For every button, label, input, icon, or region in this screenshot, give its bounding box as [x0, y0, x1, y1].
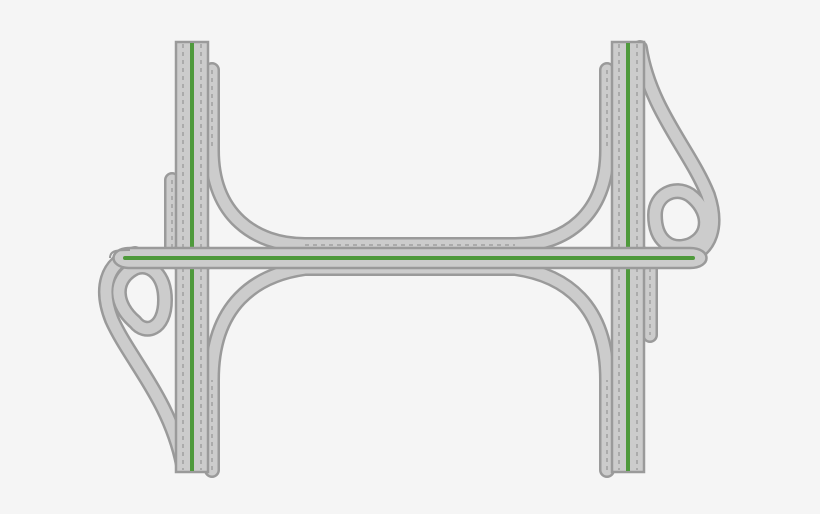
ramp-right-bottom-curve	[507, 260, 615, 478]
connector-overpass	[172, 246, 648, 270]
ramp-left-top-curve	[204, 62, 523, 253]
ramp-right-top-curve	[507, 62, 615, 253]
east-west-connector	[109, 246, 708, 270]
ramps	[98, 40, 721, 478]
ramp-left-bottom-curve	[204, 260, 523, 478]
